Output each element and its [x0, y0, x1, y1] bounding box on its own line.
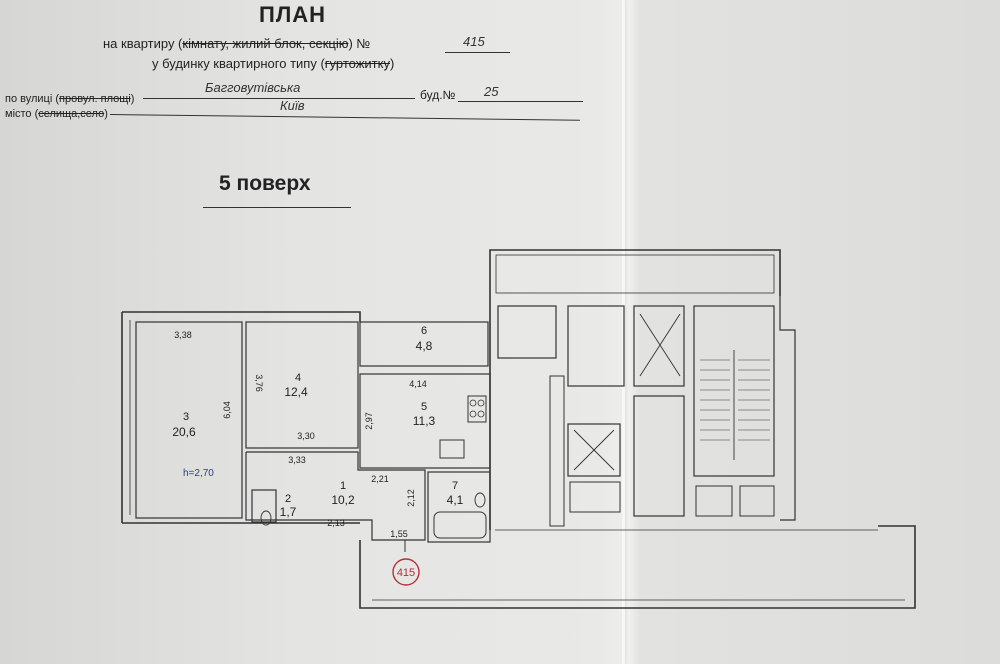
line1-prefix: на квартиру ( — [103, 36, 183, 51]
room-5-area: 11,3 — [413, 414, 436, 428]
room-1-area: 10,2 — [331, 493, 355, 507]
street-prefix: по вулиці ( — [5, 93, 60, 105]
room-3-number: 3 — [183, 411, 189, 423]
dim-room3-width: 3,38 — [174, 330, 192, 340]
street-suffix: ) — [130, 93, 135, 105]
room-2-number: 2 — [285, 493, 291, 505]
header-line-street: по вулиці (провул. площі) — [5, 93, 134, 105]
dim-corridor-2-21: 2,21 — [371, 474, 389, 484]
building-label: буд.№ — [420, 88, 456, 102]
apartment-no-underline — [445, 52, 510, 53]
street-value: Багговутівська — [205, 80, 301, 95]
dim-room5-width: 4,14 — [409, 379, 427, 389]
apartment-number: 415 — [463, 34, 485, 49]
document-title: ПЛАН — [259, 2, 327, 27]
line2-struck: гуртожитку — [324, 56, 390, 71]
header-line-city: місто (селища,село) — [5, 108, 108, 120]
room-4-number: 4 — [295, 372, 301, 384]
city-prefix: місто ( — [5, 108, 39, 120]
dim-room3-length: 6,04 — [222, 401, 232, 419]
room-6-number: 6 — [421, 325, 427, 337]
dim-room4-length: 3,76 — [254, 374, 264, 392]
room-1-number: 1 — [340, 480, 346, 492]
dim-corridor-2-12: 2,12 — [406, 489, 416, 507]
dim-room5-length: 2,97 — [364, 412, 374, 430]
room-6-area: 4,8 — [416, 339, 433, 353]
dim-corridor-width: 3,33 — [288, 455, 306, 465]
apartment-stamp-number: 415 — [397, 567, 415, 579]
building-number: 25 — [484, 84, 499, 99]
street-underline — [143, 98, 415, 99]
line2-suffix: ) — [389, 56, 395, 71]
line1-struck: кімнату, жилий блок, секцію — [182, 36, 349, 51]
header-line-apartment: на квартиру (кімнату, жилий блок, секцію… — [103, 36, 370, 51]
floor-underline — [203, 207, 351, 208]
room-7-area: 4,1 — [447, 493, 464, 507]
building-no-underline — [458, 101, 583, 102]
city-value: Київ — [280, 98, 305, 113]
line1-suffix: ) № — [348, 36, 371, 51]
city-suffix: ) — [104, 108, 108, 120]
dim-room4-width: 3,30 — [297, 431, 315, 441]
room-5-number: 5 — [421, 401, 427, 413]
city-struck: селища,село — [38, 108, 105, 120]
street-struck: провул. площі — [59, 93, 131, 105]
dim-entrance-width: 1,55 — [390, 529, 408, 539]
line2-prefix: у будинку квартирного типу ( — [152, 56, 325, 71]
room-4-area: 12,4 — [284, 385, 308, 399]
room-2-area: 1,7 — [280, 505, 297, 519]
room-7-number: 7 — [452, 480, 458, 492]
apartment-stamp-circle — [392, 558, 420, 586]
ceiling-height-label: h=2,70 — [183, 468, 214, 479]
header-line-building-type: у будинку квартирного типу (гуртожитку) — [152, 56, 394, 71]
floor-label: 5 поверх — [219, 172, 311, 195]
dim-corridor-2-13: 2,13 — [327, 518, 345, 528]
room-3-area: 20,6 — [172, 425, 196, 439]
